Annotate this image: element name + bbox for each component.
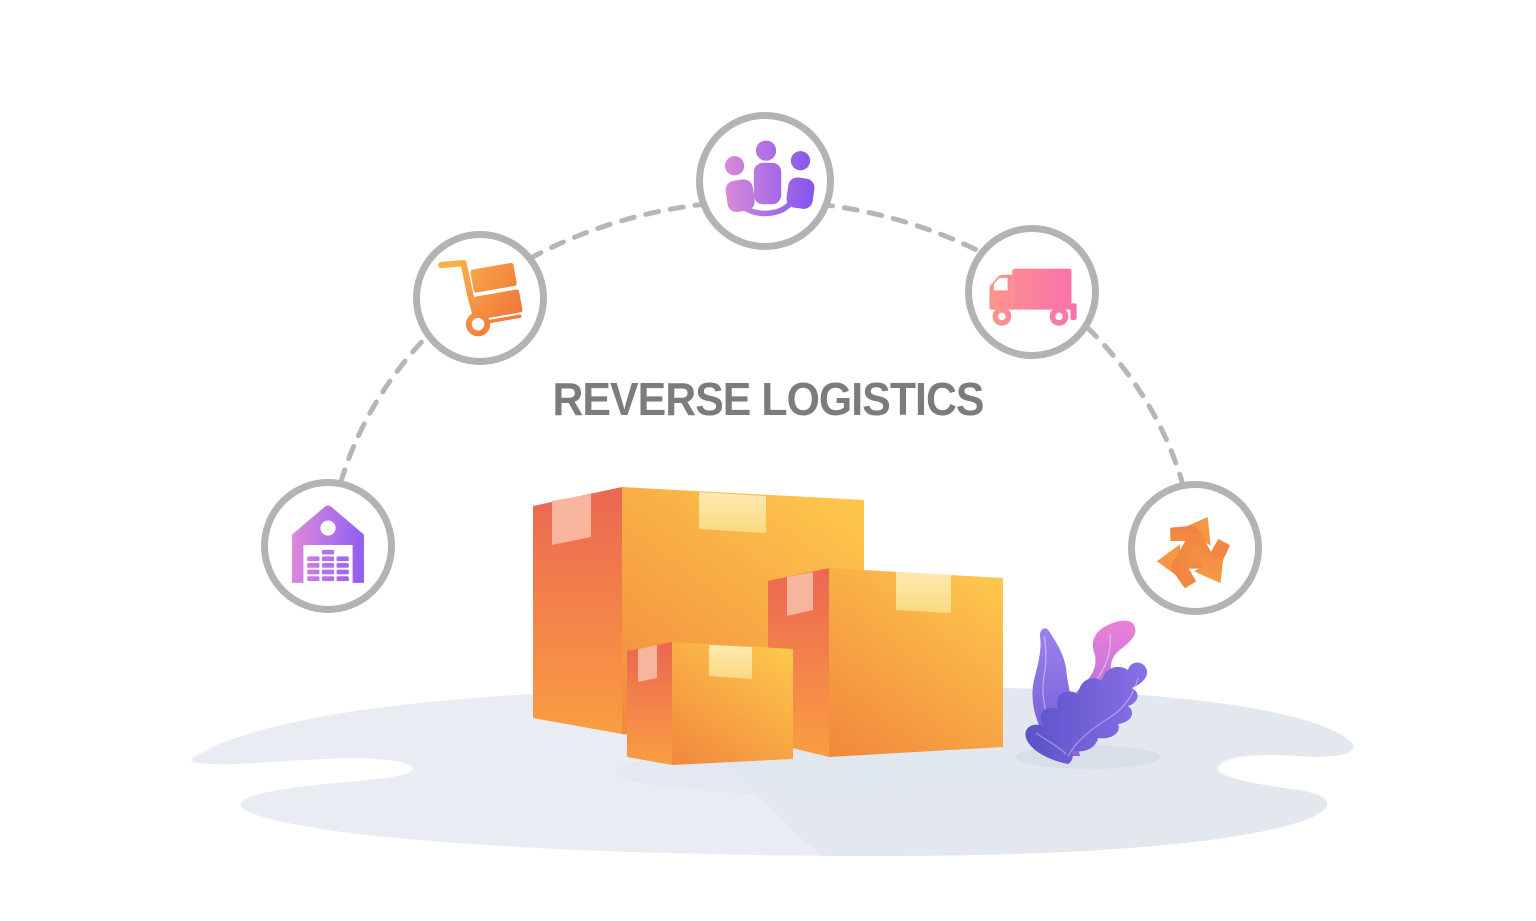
tape-strip [787,572,813,616]
cardboard-box-small [627,642,793,765]
node-recycling [1128,481,1262,615]
tape-strip [896,572,951,613]
tape-strip [638,645,657,682]
recycle-arrows-icon [1156,508,1236,595]
node-warehouse [261,479,395,613]
plant [1025,620,1148,764]
node-delivery-truck [965,225,1099,359]
people-group-icon [724,140,815,217]
cardboard-box-medium [768,568,1003,757]
dashed-connector-arc [325,198,1198,559]
tape-strip [552,494,591,545]
tape-strip [709,645,752,679]
node-hand-truck [413,231,547,365]
cardboard-boxes [533,487,1003,765]
page-title: REVERSE LOGISTICS [552,373,984,425]
tape-strip [699,492,766,533]
warehouse-icon [292,505,364,583]
hand-truck-icon [438,259,523,337]
delivery-truck-icon [989,268,1077,326]
node-customers [696,112,834,250]
